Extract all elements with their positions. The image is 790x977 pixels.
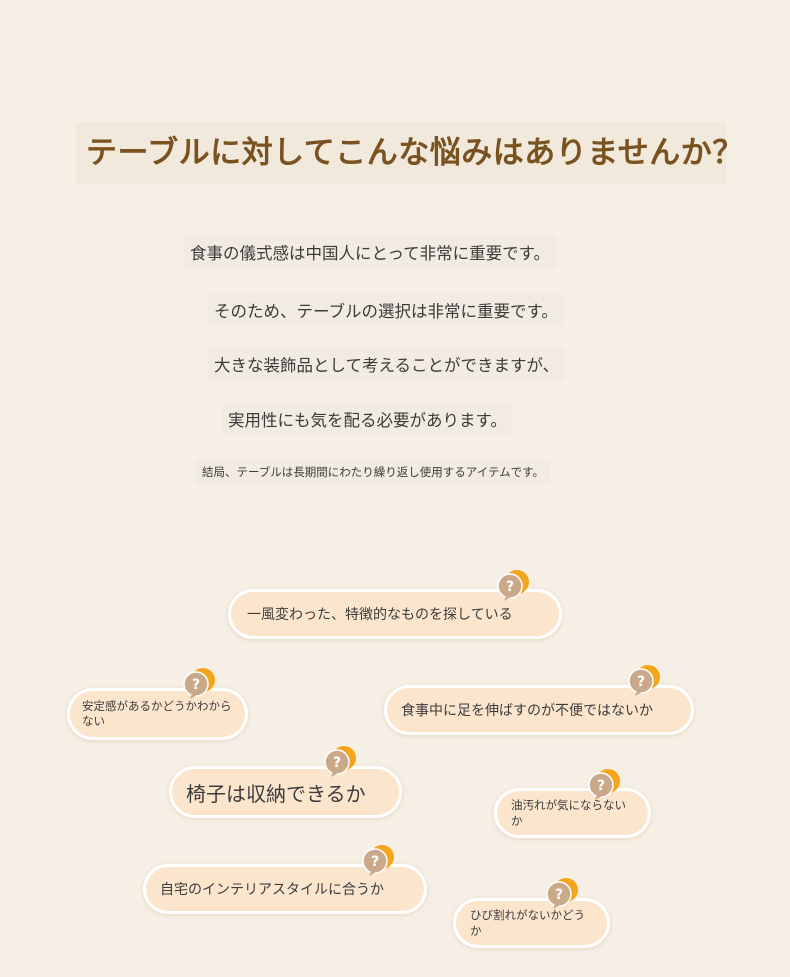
concern-label: 食事中に足を伸ばすのが不便ではないか [401, 703, 653, 719]
question-bubble-icon: ? [361, 843, 395, 877]
concern-oil-stains: 油汚れが気にならないか [494, 788, 651, 838]
concern-cracks: ひび割れがないかどうか [453, 898, 610, 948]
intro-line-1: 食事の儀式感は中国人にとって非常に重要です。 [184, 236, 557, 268]
question-bubble-icon: ? [545, 876, 579, 910]
intro-line-4: 実用性にも気を配る必要があります。 [222, 403, 513, 435]
intro-line-2: そのため、テーブルの選択は非常に重要です。 [208, 294, 564, 326]
question-bubble-icon: ? [323, 744, 357, 778]
concern-label: 油汚れが気にならないか [511, 798, 626, 828]
concern-label: 自宅のインテリアスタイルに合うか [160, 882, 384, 898]
question-bubble-icon: ? [587, 767, 621, 801]
svg-text:?: ? [637, 674, 645, 690]
question-bubble-icon: ? [182, 666, 216, 700]
concern-label: 安定感があるかどうかわからない [82, 699, 232, 728]
concern-label: 一風変わった、特徴的なものを探している [247, 607, 513, 623]
concern-label: ひび割れがないかどうか [470, 908, 585, 938]
svg-text:?: ? [506, 579, 514, 595]
concern-chair-storage: 椅子は収納できるか [169, 766, 402, 818]
question-bubble-icon: ? [496, 568, 530, 602]
svg-text:?: ? [333, 755, 341, 771]
page-title: テーブルに対してこんな悩みはありませんか？ [76, 122, 743, 184]
question-bubble-icon: ? [627, 663, 661, 697]
svg-text:?: ? [371, 854, 379, 870]
svg-text:?: ? [597, 778, 605, 794]
concern-stability: 安定感があるかどうかわからない [67, 688, 248, 740]
svg-text:?: ? [192, 677, 200, 693]
svg-text:?: ? [555, 887, 563, 903]
intro-line-5: 結局、テーブルは長期間にわたり繰り返し使用するアイテムです。 [196, 460, 551, 484]
concern-label: 椅子は収納できるか [186, 781, 366, 806]
intro-line-3: 大きな装飾品として考えることができますが、 [208, 348, 566, 380]
